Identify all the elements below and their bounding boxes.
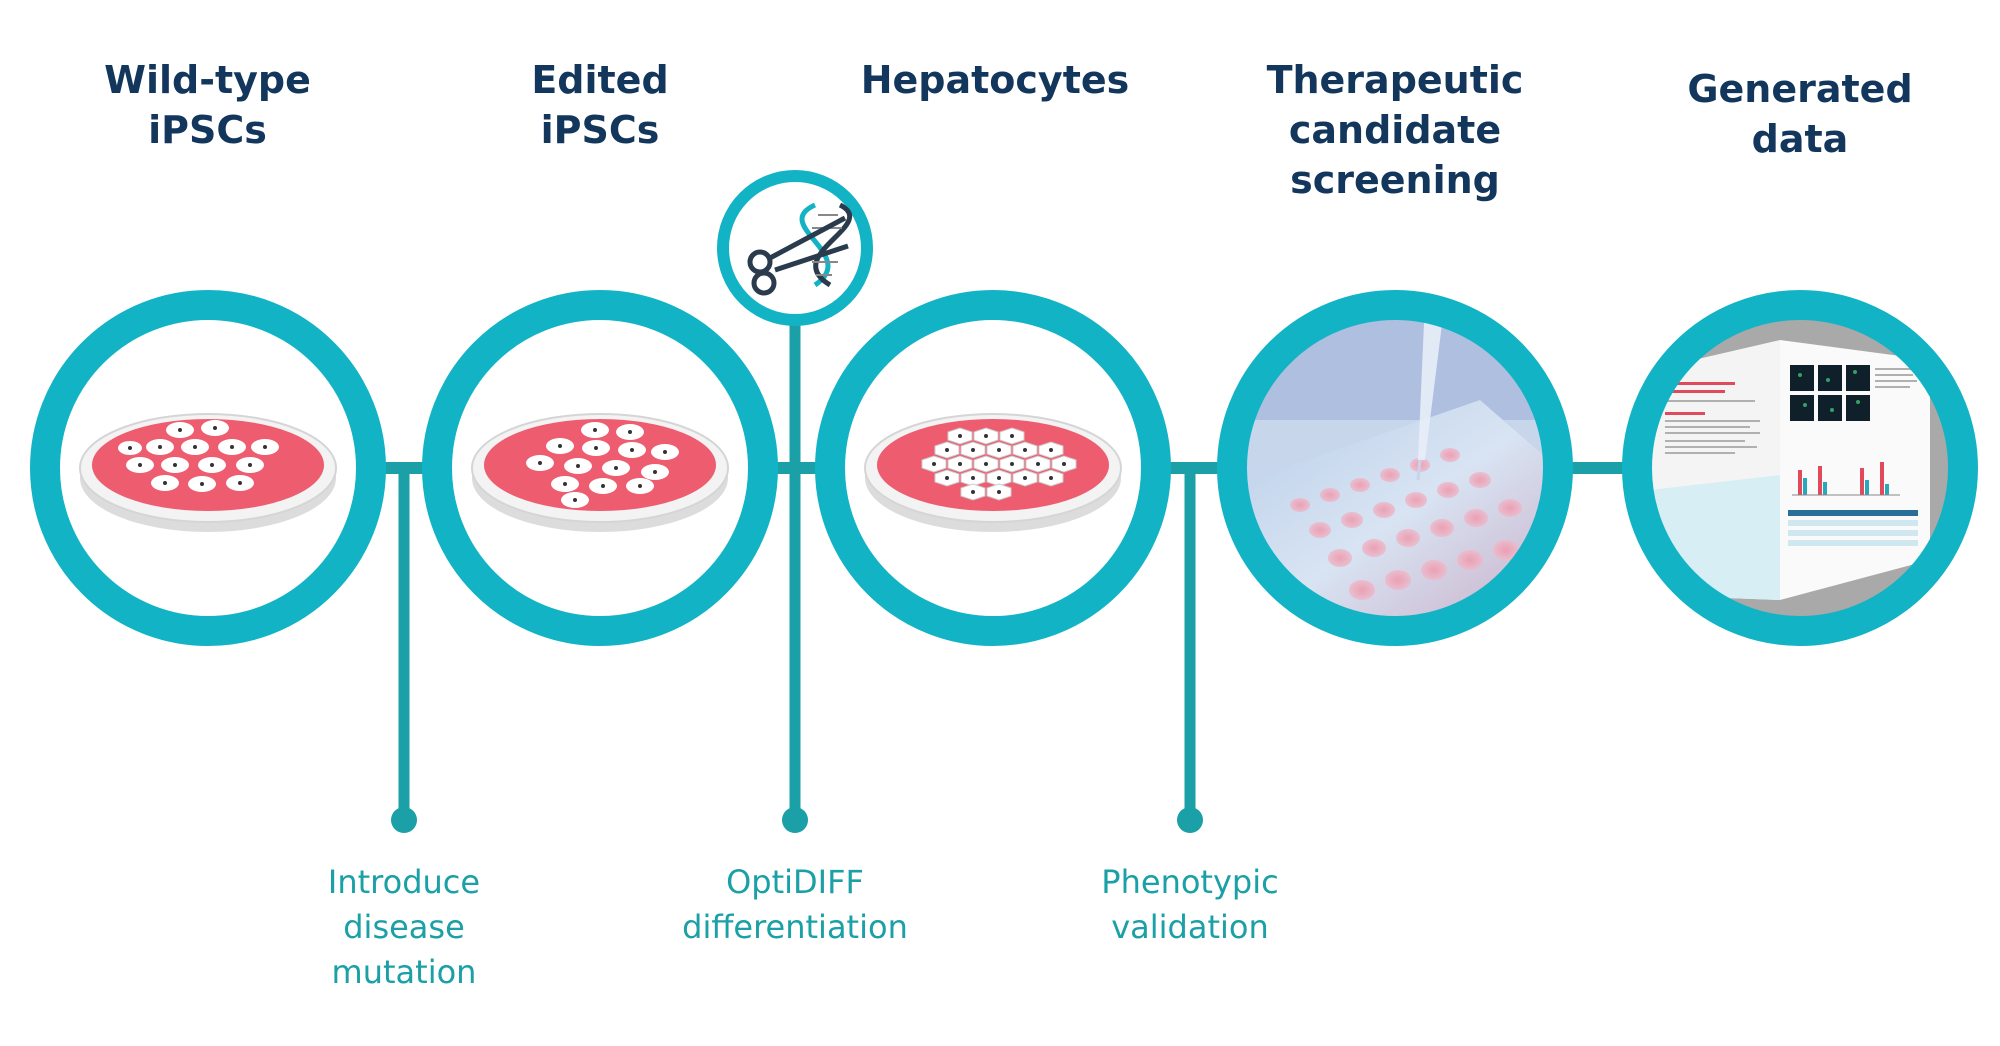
stage-title-hepatocytes: Hepatocytes [860, 58, 1130, 102]
step-label-mutation: Introduce disease mutation [327, 863, 481, 991]
scissors-icon [747, 215, 849, 296]
stage-circle-screening [1217, 290, 1573, 646]
petri-dish-icon [471, 413, 729, 532]
stage-title-edited: Edited iPSCs [531, 58, 669, 152]
step-label-validation: Phenotypic validation [1101, 863, 1279, 946]
stage-title-wild-type: Wild-type iPSCs [104, 58, 311, 152]
bar-chart-thumbnail [1792, 462, 1900, 496]
step-connector-validation [1177, 468, 1203, 833]
stage-circle-hepatocytes [815, 290, 1171, 646]
report-document-image [1647, 315, 1953, 621]
stage-circle-data [1622, 290, 1978, 646]
petri-dish-icon [79, 413, 337, 532]
pipette-tip-icon [1416, 315, 1445, 481]
stage-title-screening: Therapeutic candidate screening [1266, 58, 1524, 202]
well-plate-photo [1242, 315, 1548, 621]
step-connector-mutation [391, 468, 417, 833]
dna-helix-icon [799, 202, 853, 288]
table-thumbnail [1788, 510, 1918, 546]
stage-title-data: Generated data [1687, 67, 1913, 161]
petri-dish-icon [864, 413, 1122, 532]
stage-circle-edited [422, 290, 778, 646]
step-label-optidiff: OptiDIFF differentiation [682, 863, 908, 946]
stage-circle-wild-type [30, 290, 386, 646]
step-connector-optidiff [782, 300, 808, 833]
scissors-dna-icon [717, 170, 873, 326]
